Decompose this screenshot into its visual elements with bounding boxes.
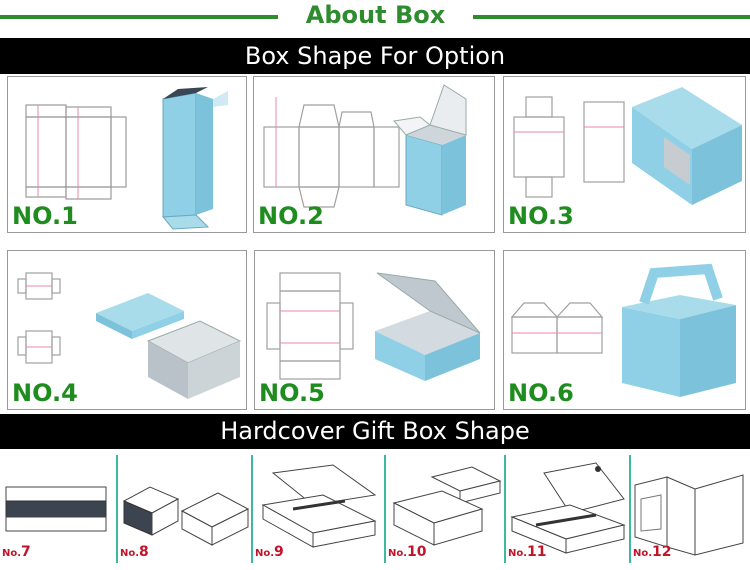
hardcover-item-12[interactable]: No.12 — [631, 455, 750, 563]
option-label-6: NO.6 — [508, 379, 574, 407]
option-card-3[interactable]: NO.3 — [503, 76, 746, 233]
hardcover-illustration-11 — [510, 462, 626, 554]
option-card-2[interactable]: NO.2 — [253, 76, 495, 233]
option-card-4[interactable]: NO.4 — [7, 250, 247, 410]
title-rule-left — [0, 15, 278, 19]
box-illustration-5 — [266, 272, 481, 381]
box-shape-banner: Box Shape For Option — [0, 38, 750, 74]
box-illustration-2 — [263, 84, 467, 216]
option-label-1: NO.1 — [12, 202, 78, 230]
hardcover-item-11[interactable]: No.11 — [506, 455, 631, 563]
title-rule-right — [473, 15, 750, 19]
hardcover-item-9[interactable]: No.9 — [253, 455, 386, 563]
hardcover-item-7[interactable]: No.7 — [0, 455, 118, 563]
hardcover-illustration-10 — [392, 466, 502, 546]
title-row: About Box — [0, 0, 750, 36]
hardcover-label-7: No.7 — [2, 544, 31, 560]
option-label-4: NO.4 — [12, 379, 78, 407]
hardcover-label-12: No.12 — [633, 544, 672, 560]
hardcover-illustration-9 — [261, 464, 377, 548]
box-illustration-1 — [25, 87, 228, 230]
option-label-5: NO.5 — [259, 379, 325, 407]
hardcover-banner: Hardcover Gift Box Shape — [0, 414, 750, 449]
page-title: About Box — [305, 1, 446, 29]
box-illustration-4 — [17, 272, 242, 399]
option-card-6[interactable]: NO.6 — [503, 250, 746, 410]
hardcover-illustration-12 — [634, 474, 744, 556]
hardcover-label-11: No.11 — [508, 544, 547, 560]
hardcover-illustration-7 — [5, 486, 107, 532]
box-illustration-6 — [510, 263, 736, 397]
option-card-5[interactable]: NO.5 — [254, 250, 495, 410]
hardcover-item-10[interactable]: No.10 — [386, 455, 506, 563]
hardcover-row: No.7 No.8 No.9 No.10 — [0, 455, 750, 563]
hardcover-item-8[interactable]: No.8 — [118, 455, 253, 563]
option-label-3: NO.3 — [508, 202, 574, 230]
option-label-2: NO.2 — [258, 202, 324, 230]
option-card-1[interactable]: NO.1 — [7, 76, 247, 233]
hardcover-illustration-8 — [122, 486, 250, 546]
box-illustration-3 — [513, 87, 742, 205]
hardcover-label-10: No.10 — [388, 544, 427, 560]
hardcover-label-8: No.8 — [120, 544, 149, 560]
hardcover-label-9: No.9 — [255, 544, 284, 560]
